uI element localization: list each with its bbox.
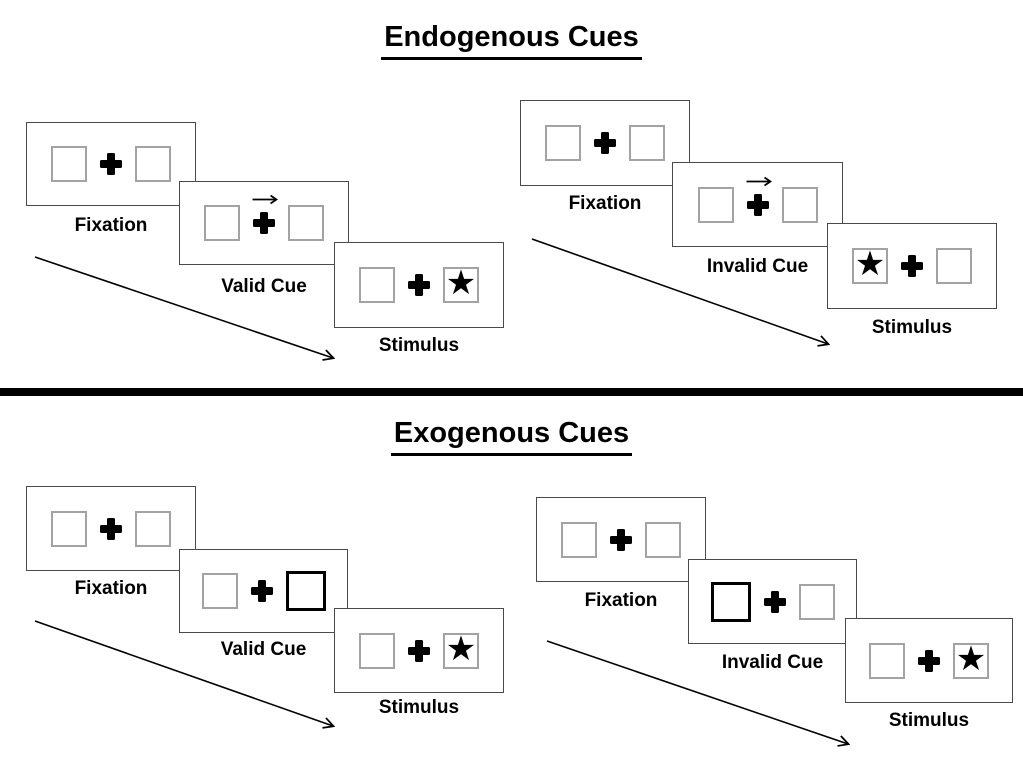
timeline-arrow-icon (34, 620, 342, 733)
left-placeholder-box (869, 642, 905, 679)
endogenous-section-title: Endogenous Cues (10, 20, 1013, 60)
timeline-arrow-icon (34, 256, 342, 365)
right-placeholder-box (781, 186, 818, 223)
panel-caption: Fixation (74, 578, 148, 599)
panel-caption: Valid Cue (221, 276, 307, 297)
panel-endogenous-valid-cue (179, 181, 349, 265)
left-placeholder-box (561, 521, 597, 558)
right-placeholder-box (798, 583, 835, 620)
star-target-box: ★ (953, 638, 989, 679)
cue-right-arrow-icon (746, 176, 772, 186)
cue-right-arrow-icon (252, 194, 279, 205)
panel-caption: Invalid Cue (721, 652, 824, 673)
left-placeholder-box (697, 186, 734, 223)
panel-caption: Invalid Cue (706, 256, 809, 277)
panel-caption: Stimulus (871, 317, 953, 338)
panel-endogenous-invalid-stimulus: ★ (827, 223, 997, 309)
star-stimulus-icon: ★ (445, 263, 477, 303)
star-target-box: ★ (852, 244, 888, 284)
left-placeholder-box (201, 573, 238, 609)
left-placeholder-box (545, 125, 581, 161)
right-placeholder-box (629, 125, 665, 161)
panel-caption: Valid Cue (220, 639, 307, 660)
timeline-arrow-icon (546, 640, 858, 751)
panel-caption: Fixation (74, 215, 148, 236)
fixation-cross-icon (918, 649, 940, 672)
right-placeholder-box (288, 205, 324, 241)
right-placeholder-box (645, 521, 681, 558)
fixation-cross-icon (901, 255, 923, 277)
star-target-box: ★ (443, 263, 479, 303)
panel-endogenous-valid-stimulus: ★ (334, 242, 504, 328)
right-placeholder-box (936, 248, 972, 284)
panel-exogenous-valid-fixation (26, 486, 196, 571)
fixation-cross-icon (253, 212, 275, 234)
panel-exogenous-invalid-cue (688, 559, 857, 644)
fixation-cross-icon (746, 193, 769, 216)
fixation-cross-icon (610, 528, 632, 551)
panel-caption: Stimulus (888, 710, 970, 731)
highlighted-cue-box (285, 571, 326, 611)
fixation-cross-icon (100, 517, 122, 540)
left-placeholder-box (204, 205, 240, 241)
star-stimulus-icon: ★ (854, 244, 886, 284)
star-target-box: ★ (443, 628, 479, 669)
fixation-cross-icon (408, 639, 430, 662)
panel-exogenous-valid-stimulus: ★ (334, 608, 504, 693)
left-placeholder-box (359, 632, 395, 669)
star-stimulus-icon: ★ (445, 628, 477, 669)
fixation-cross-icon (250, 580, 273, 602)
panel-endogenous-valid-fixation (26, 122, 196, 206)
fixation-cross-icon (594, 132, 616, 154)
panel-caption: Fixation (568, 193, 642, 214)
panel-caption: Stimulus (378, 697, 460, 718)
left-placeholder-box (359, 267, 395, 303)
panel-caption: Stimulus (378, 335, 460, 356)
panel-endogenous-invalid-cue (672, 162, 843, 247)
left-placeholder-box (51, 146, 87, 182)
panel-exogenous-invalid-stimulus: ★ (845, 618, 1013, 703)
exogenous-section-title: Exogenous Cues (10, 416, 1013, 456)
fixation-cross-icon (763, 590, 786, 613)
star-stimulus-icon: ★ (955, 638, 987, 679)
timeline-arrow-icon (531, 238, 837, 351)
panel-caption: Fixation (584, 590, 658, 611)
panel-exogenous-invalid-fixation (536, 497, 706, 582)
right-placeholder-box (135, 510, 171, 547)
highlighted-cue-box (710, 581, 751, 622)
fixation-cross-icon (408, 274, 430, 296)
right-placeholder-box (135, 146, 171, 182)
panel-exogenous-valid-cue (179, 549, 348, 633)
left-placeholder-box (51, 510, 87, 547)
panel-endogenous-invalid-fixation (520, 100, 690, 186)
fixation-cross-icon (100, 153, 122, 175)
section-divider (0, 388, 1023, 396)
